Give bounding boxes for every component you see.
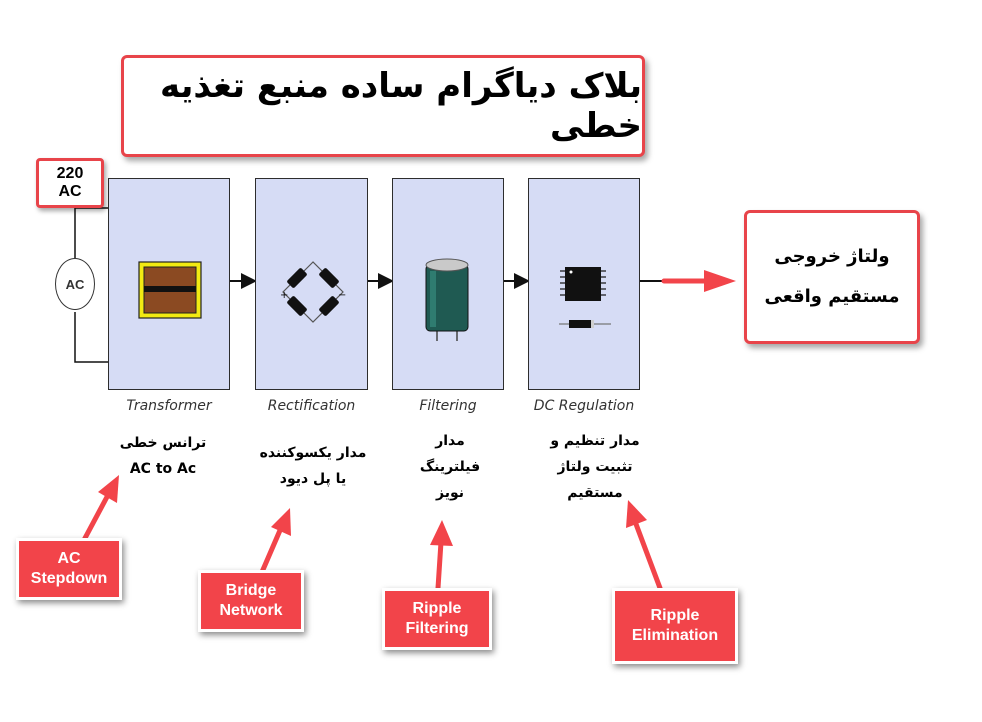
callout-arrow-regulation	[626, 500, 663, 591]
stage-label-filtering: Filtering	[419, 398, 477, 414]
regulator-ic-icon	[559, 267, 611, 328]
output-line-2: مستقیم واقعی	[764, 286, 900, 307]
ac-wire-bottom	[74, 312, 108, 363]
stage-label-rectification: Rectification	[267, 398, 356, 414]
callout-ripple-elimination-line-2: Elimination	[631, 627, 719, 644]
input-voltage-box: 220 AC	[36, 158, 104, 208]
callout-arrow-filtering	[430, 520, 453, 591]
desc-filtering: مدار فیلترینگ نویز	[400, 428, 500, 506]
capacitor-icon	[425, 258, 469, 341]
input-voltage-type: AC	[58, 183, 82, 200]
callout-bridge-network: Bridge Network	[198, 570, 304, 632]
callout-bridge-network-line-1: Bridge	[225, 582, 277, 599]
desc-transformer-line-1: ترانس خطی	[119, 435, 207, 451]
stage-label-dc-regulation: DC Regulation	[533, 398, 635, 414]
stage-filtering	[392, 178, 504, 390]
callout-ac-stepdown: AC Stepdown	[16, 538, 122, 600]
desc-dc-regulation-line-1: مدار تنظیم و	[550, 433, 640, 449]
desc-filtering-line-1: مدار	[435, 433, 465, 449]
callout-ripple-filtering-line-2: Filtering	[405, 620, 469, 637]
bridge-rectifier-icon: + −	[280, 261, 346, 323]
output-box: ولتاژ خروجی مستقیم واقعی	[744, 210, 920, 344]
diagram-title: بلاک دیاگرام ساده منبع تغذیه خطی	[160, 66, 642, 146]
desc-transformer-line-2: AC to Ac	[129, 461, 197, 477]
callout-arrow-rectification	[259, 508, 291, 575]
desc-filtering-line-3: نویز	[436, 485, 464, 501]
callout-ac-stepdown-line-2: Stepdown	[30, 570, 108, 587]
callout-arrow-transformer	[81, 475, 119, 543]
callout-ripple-elimination: Ripple Elimination	[612, 588, 738, 664]
callout-ripple-filtering-line-1: Ripple	[412, 600, 462, 617]
input-voltage-value: 220	[56, 165, 84, 182]
svg-text:+: +	[280, 290, 288, 301]
callout-ripple-filtering: Ripple Filtering	[382, 588, 492, 650]
stage-transformer	[108, 178, 230, 390]
svg-text:−: −	[338, 290, 346, 301]
ac-wire-top	[74, 207, 108, 258]
desc-rectification: مدار یکسوکننده یا پل دیود	[248, 440, 378, 492]
output-red-arrow	[661, 270, 736, 292]
title-box: بلاک دیاگرام ساده منبع تغذیه خطی	[121, 55, 645, 157]
desc-filtering-line-2: فیلترینگ	[419, 459, 481, 475]
stage-label-transformer: Transformer	[126, 398, 212, 414]
desc-rectification-line-2: یا پل دیود	[279, 471, 347, 487]
callout-bridge-network-line-2: Network	[219, 602, 283, 619]
ac-source-symbol: AC	[55, 258, 95, 310]
desc-rectification-line-1: مدار یکسوکننده	[259, 445, 367, 461]
stage-dc-regulation	[528, 178, 640, 390]
callout-ac-stepdown-line-1: AC	[57, 550, 81, 567]
desc-transformer: ترانس خطی AC to Ac	[108, 430, 218, 482]
callout-ripple-elimination-line-1: Ripple	[650, 607, 700, 624]
transformer-icon	[138, 261, 202, 319]
output-line-1: ولتاژ خروجی	[774, 246, 890, 267]
desc-dc-regulation: مدار تنظیم و تثبیت ولتاژ مستقیم	[530, 428, 660, 506]
ac-source-label: AC	[65, 276, 85, 292]
desc-dc-regulation-line-2: تثبیت ولتاژ	[557, 459, 633, 475]
stage-rectification: + −	[255, 178, 368, 390]
desc-dc-regulation-line-3: مستقیم	[567, 485, 623, 501]
